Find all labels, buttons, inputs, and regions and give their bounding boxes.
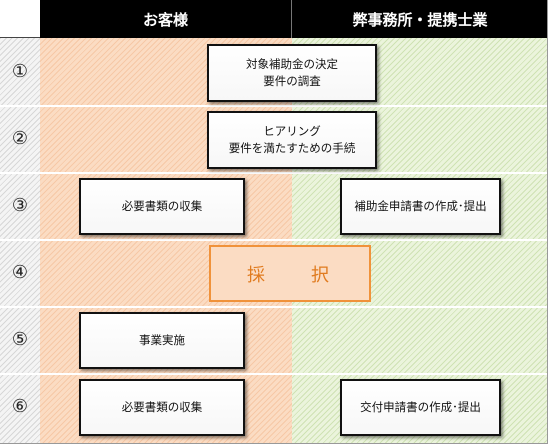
step2-hearing-box: ヒアリング 要件を満たすための手続 xyxy=(207,111,377,169)
step-number-5: ⑤ xyxy=(11,329,29,350)
step6-client-documents-box: 必要書類の収集 xyxy=(79,379,245,436)
step3-office-application-box: 補助金申請書の作成･提出 xyxy=(340,178,501,235)
step-number-2: ② xyxy=(11,128,29,149)
header-corner xyxy=(0,0,40,38)
step6-office-grant-application-box: 交付申請書の作成･提出 xyxy=(340,379,501,436)
client-column-header: お客様 xyxy=(40,0,292,38)
row-divider xyxy=(0,373,548,375)
step-number-6: ⑥ xyxy=(11,396,29,417)
row-divider xyxy=(0,306,548,308)
row-divider xyxy=(0,239,548,241)
row-divider xyxy=(0,172,548,174)
step3-client-documents-box: 必要書類の収集 xyxy=(79,178,245,235)
step4-adoption-box: 採 択 xyxy=(209,245,371,302)
step5-project-execution-box: 事業実施 xyxy=(79,312,245,369)
step-number-column xyxy=(0,38,40,444)
step-number-4: ④ xyxy=(11,262,29,283)
office-column-header: 弊事務所・提携士業 xyxy=(292,0,548,38)
step-number-3: ③ xyxy=(11,195,29,216)
step1-research-box: 対象補助金の決定 要件の調査 xyxy=(207,44,377,102)
step-number-1: ① xyxy=(11,61,29,82)
row-divider xyxy=(0,105,548,107)
